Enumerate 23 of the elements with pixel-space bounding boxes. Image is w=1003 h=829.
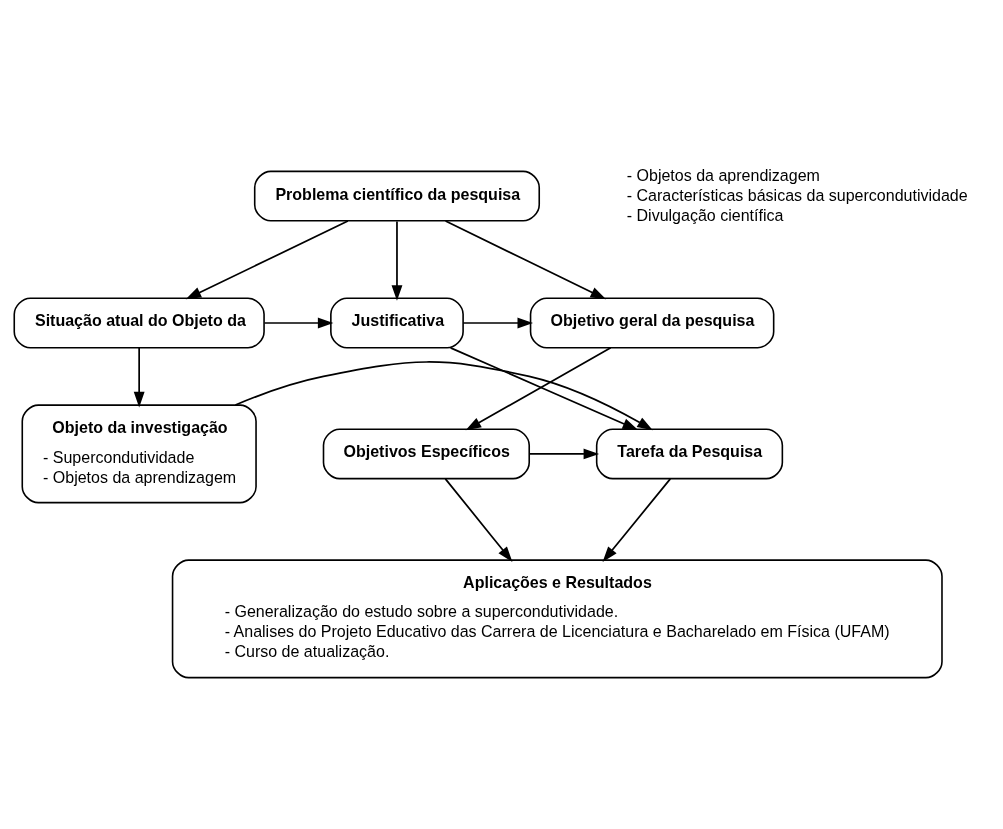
node-box: Objetivos Específicos [322,428,530,480]
node-box: Justificativa [330,297,464,349]
arrow [462,317,533,329]
arrow [449,347,639,431]
arrow [444,220,607,300]
arrow [263,317,334,329]
node-label: - Características básicas da supercondutividade [626,185,968,204]
arrow [234,361,653,431]
node-label: - Objetos da aprendizagem [626,165,820,184]
node-box: Tarefa da Pesquisa [595,428,784,480]
arrow [602,478,672,562]
arrow [528,448,600,460]
node-box: Aplicações e Resultados - Generalização do estudo sobre a supercondutividade. - Analises do Projeto Educativo das Carrera de Licenciatura e Bacharelado em Física (UFAM) - Curso de atualização. [171,559,943,679]
arrow [185,220,349,300]
node-box: Situação atual do Objeto da [13,297,265,349]
arrow [444,478,513,562]
node-box: Objetivo geral da pesquisa [529,297,775,349]
node-box: Objeto da investigação - Supercondutividade - Objetos da aprendizagem [21,404,257,504]
arrow [465,347,612,431]
node-box: Problema científico da pesquisa [253,170,541,222]
arrow [391,220,403,301]
arrow [133,347,145,408]
node-label: - Divulgação científica [626,205,784,224]
